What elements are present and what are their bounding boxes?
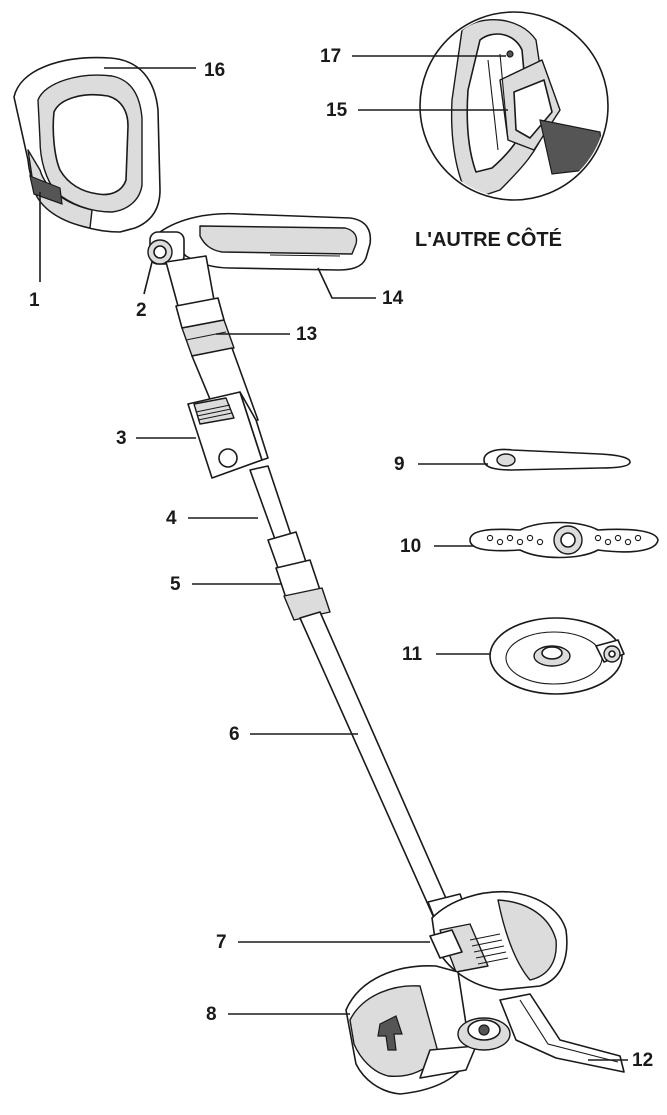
blade-serrated (469, 521, 659, 559)
lower-shaft (299, 611, 453, 919)
telescopic-lock-collar (267, 531, 331, 621)
callout-9: 9 (394, 454, 405, 475)
adjustment-knob (147, 231, 185, 265)
callout-14: 14 (382, 288, 404, 309)
blade-disc (489, 617, 625, 695)
shaft-collar (165, 255, 235, 357)
safety-guard (345, 965, 477, 1095)
callout-12: 12 (632, 1050, 653, 1071)
callout-4: 4 (166, 508, 177, 529)
middle-shaft (249, 465, 293, 543)
callout-2: 2 (136, 300, 147, 321)
callout-16: 16 (204, 60, 225, 81)
blade-small (483, 448, 631, 471)
switch-housing (187, 391, 269, 479)
callout-11: 11 (402, 644, 423, 665)
callout-13: 13 (296, 324, 317, 345)
callout-6: 6 (229, 724, 240, 745)
callout-labels: 1 2 3 4 5 6 7 8 9 10 11 12 13 14 15 16 1… (29, 46, 653, 1071)
inset-caption: L'AUTRE CÔTÉ (415, 227, 562, 251)
cutting-head (457, 1017, 511, 1051)
auxiliary-handle (159, 212, 372, 271)
inset-other-side-detail (419, 11, 609, 201)
callout-leader-lines (39, 55, 628, 1061)
upper-loop-handle (13, 56, 161, 233)
callout-15: 15 (326, 100, 348, 121)
motor-housing (427, 890, 568, 991)
callout-8: 8 (206, 1004, 217, 1025)
callout-7: 7 (216, 932, 227, 953)
callout-1: 1 (29, 290, 40, 311)
callout-5: 5 (170, 574, 181, 595)
callout-3: 3 (116, 428, 127, 449)
callout-17: 17 (320, 46, 341, 67)
callout-10: 10 (400, 536, 421, 557)
edging-guide (499, 993, 625, 1073)
